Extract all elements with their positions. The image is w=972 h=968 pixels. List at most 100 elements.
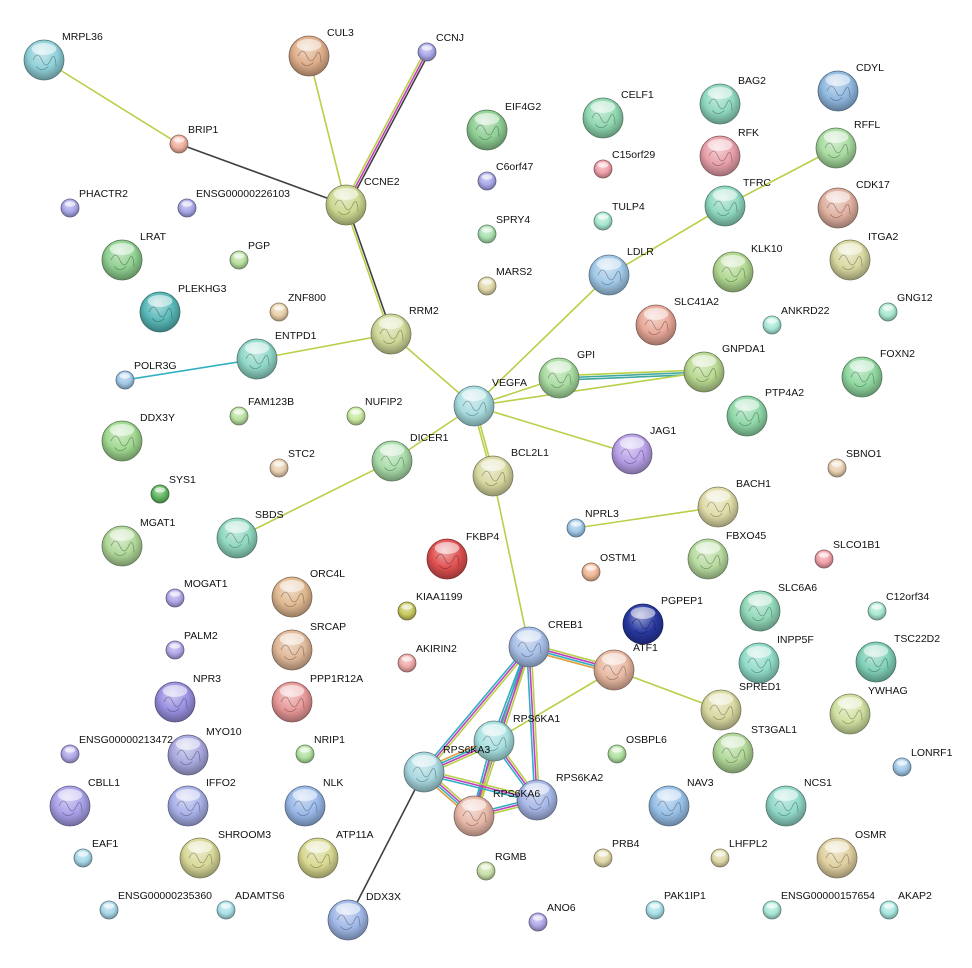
node-shroom3[interactable]: SHROOM3 bbox=[179, 829, 271, 879]
node-znf800[interactable]: ZNF800 bbox=[269, 292, 326, 322]
node-nav3[interactable]: NAV3 bbox=[648, 777, 714, 827]
node-polr3g[interactable]: POLR3G bbox=[115, 360, 177, 390]
node-osmr[interactable]: OSMR bbox=[816, 829, 887, 879]
node-gng12[interactable]: GNG12 bbox=[878, 292, 933, 322]
node-dicer1[interactable]: DICER1 bbox=[371, 432, 449, 482]
node-gnpda1[interactable]: GNPDA1 bbox=[683, 343, 765, 393]
node-fbxo45[interactable]: FBXO45 bbox=[687, 530, 766, 580]
node-ptp4a2[interactable]: PTP4A2 bbox=[726, 387, 804, 437]
node-sbds[interactable]: SBDS bbox=[216, 509, 284, 559]
node-prb4[interactable]: PRB4 bbox=[593, 838, 640, 868]
node-rps6ka3[interactable]: RPS6KA3 bbox=[403, 744, 490, 793]
node-mogat1[interactable]: MOGAT1 bbox=[165, 578, 228, 608]
node-iffo2[interactable]: IFFO2 bbox=[167, 777, 236, 827]
node-myo10[interactable]: MYO10 bbox=[167, 726, 242, 776]
node-fkbp4[interactable]: FKBP4 bbox=[426, 531, 499, 580]
node-ensg00000235360[interactable]: ENSG00000235360 bbox=[99, 890, 212, 920]
node-mars2[interactable]: MARS2 bbox=[477, 266, 532, 296]
node-ano6[interactable]: ANO6 bbox=[528, 902, 576, 932]
node-srcap[interactable]: SRCAP bbox=[271, 621, 346, 671]
node-atp11a[interactable]: ATP11A bbox=[297, 829, 374, 879]
node-foxn2[interactable]: FOXN2 bbox=[841, 348, 915, 398]
node-sbno1[interactable]: SBNO1 bbox=[827, 448, 882, 478]
node-spry4[interactable]: SPRY4 bbox=[477, 214, 530, 244]
node-rps6ka1[interactable]: RPS6KA1 bbox=[473, 713, 560, 762]
node-cul3[interactable]: CUL3 bbox=[288, 27, 354, 77]
node-lhfpl2[interactable]: LHFPL2 bbox=[710, 838, 768, 868]
node-c6orf47[interactable]: C6orf47 bbox=[477, 161, 534, 191]
node-ldlr[interactable]: LDLR bbox=[588, 246, 654, 296]
node-lonrf1[interactable]: LONRF1 bbox=[892, 747, 953, 777]
node-ppp1r12a[interactable]: PPP1R12A bbox=[271, 673, 363, 723]
node-entpd1[interactable]: ENTPD1 bbox=[236, 330, 317, 380]
node-bag2[interactable]: BAG2 bbox=[699, 75, 766, 125]
node-eaf1[interactable]: EAF1 bbox=[73, 838, 118, 868]
node-ccnj[interactable]: CCNJ bbox=[417, 32, 464, 62]
node-tsc22d2[interactable]: TSC22D2 bbox=[855, 633, 940, 683]
node-cdk17[interactable]: CDK17 bbox=[817, 179, 890, 229]
node-stc2[interactable]: STC2 bbox=[269, 448, 315, 478]
node-spred1[interactable]: SPRED1 bbox=[700, 681, 781, 731]
node-klk10[interactable]: KLK10 bbox=[712, 243, 783, 293]
node-adamts6[interactable]: ADAMTS6 bbox=[216, 890, 285, 920]
node-pgpep1[interactable]: PGPEP1 bbox=[622, 595, 703, 645]
node-celf1[interactable]: CELF1 bbox=[582, 89, 654, 139]
node-st3gal1[interactable]: ST3GAL1 bbox=[712, 724, 797, 774]
node-ankrd22[interactable]: ANKRD22 bbox=[762, 305, 830, 335]
node-ostm1[interactable]: OSTM1 bbox=[581, 552, 636, 582]
node-vegfa[interactable]: VEGFA bbox=[453, 377, 527, 427]
node-ensg00000213472[interactable]: ENSG00000213472 bbox=[60, 734, 173, 764]
node-akirin2[interactable]: AKIRIN2 bbox=[397, 643, 457, 673]
node-itga2[interactable]: ITGA2 bbox=[829, 231, 899, 281]
node-slco1b1[interactable]: SLCO1B1 bbox=[814, 539, 880, 569]
node-lrat[interactable]: LRAT bbox=[101, 231, 167, 281]
node-ddx3x[interactable]: DDX3X bbox=[327, 891, 401, 941]
node-rps6ka2[interactable]: RPS6KA2 bbox=[516, 772, 603, 821]
node-nrip1[interactable]: NRIP1 bbox=[295, 734, 345, 764]
node-mgat1[interactable]: MGAT1 bbox=[101, 517, 176, 567]
node-npr3[interactable]: NPR3 bbox=[154, 673, 221, 723]
node-ddx3y[interactable]: DDX3Y bbox=[101, 412, 175, 462]
node-tfrc[interactable]: TFRC bbox=[704, 177, 771, 227]
node-creb1[interactable]: CREB1 bbox=[508, 619, 583, 668]
node-rps6ka6[interactable]: RPS6KA6 bbox=[453, 788, 540, 837]
node-rrm2[interactable]: RRM2 bbox=[370, 305, 439, 355]
node-inpp5f[interactable]: INPP5F bbox=[738, 634, 814, 684]
node-palm2[interactable]: PALM2 bbox=[165, 630, 218, 660]
node-osbpl6[interactable]: OSBPL6 bbox=[607, 734, 667, 764]
node-rfk[interactable]: RFK bbox=[699, 127, 759, 177]
node-rgmb[interactable]: RGMB bbox=[476, 851, 527, 881]
node-jag1[interactable]: JAG1 bbox=[611, 425, 676, 475]
node-orc4l[interactable]: ORC4L bbox=[271, 568, 345, 618]
node-plekhg3[interactable]: PLEKHG3 bbox=[139, 283, 227, 333]
node-slc41a2[interactable]: SLC41A2 bbox=[635, 296, 719, 346]
node-pgp[interactable]: PGP bbox=[229, 240, 270, 270]
node-akap2[interactable]: AKAP2 bbox=[879, 890, 932, 920]
node-nlk[interactable]: NLK bbox=[284, 777, 343, 827]
node-cbll1[interactable]: CBLL1 bbox=[49, 777, 120, 827]
node-bach1[interactable]: BACH1 bbox=[697, 478, 771, 528]
node-brip1[interactable]: BRIP1 bbox=[169, 124, 219, 154]
node-c12orf34[interactable]: C12orf34 bbox=[867, 591, 929, 621]
node-bcl2l1[interactable]: BCL2L1 bbox=[472, 447, 549, 497]
node-sys1[interactable]: SYS1 bbox=[150, 474, 196, 504]
node-ccne2[interactable]: CCNE2 bbox=[325, 176, 400, 226]
node-ncs1[interactable]: NCS1 bbox=[765, 777, 832, 827]
node-atf1[interactable]: ATF1 bbox=[593, 642, 658, 691]
node-tulp4[interactable]: TULP4 bbox=[593, 201, 645, 231]
node-fam123b[interactable]: FAM123B bbox=[229, 396, 294, 426]
node-cdyl[interactable]: CDYL bbox=[817, 62, 884, 112]
node-eif4g2[interactable]: EIF4G2 bbox=[466, 101, 541, 151]
node-phactr2[interactable]: PHACTR2 bbox=[60, 188, 128, 218]
node-mrpl36[interactable]: MRPL36 bbox=[23, 31, 103, 81]
node-slc6a6[interactable]: SLC6A6 bbox=[739, 582, 817, 632]
node-kiaa1199[interactable]: KIAA1199 bbox=[397, 591, 463, 621]
node-nprl3[interactable]: NPRL3 bbox=[566, 508, 619, 538]
node-gpi[interactable]: GPI bbox=[538, 349, 595, 399]
node-nufip2[interactable]: NUFIP2 bbox=[346, 396, 403, 426]
node-ensg00000226103[interactable]: ENSG00000226103 bbox=[177, 188, 290, 218]
node-ywhag[interactable]: YWHAG bbox=[829, 685, 908, 735]
node-c15orf29[interactable]: C15orf29 bbox=[593, 149, 655, 179]
node-rffl[interactable]: RFFL bbox=[815, 119, 880, 169]
node-ensg00000157654[interactable]: ENSG00000157654 bbox=[762, 890, 875, 920]
